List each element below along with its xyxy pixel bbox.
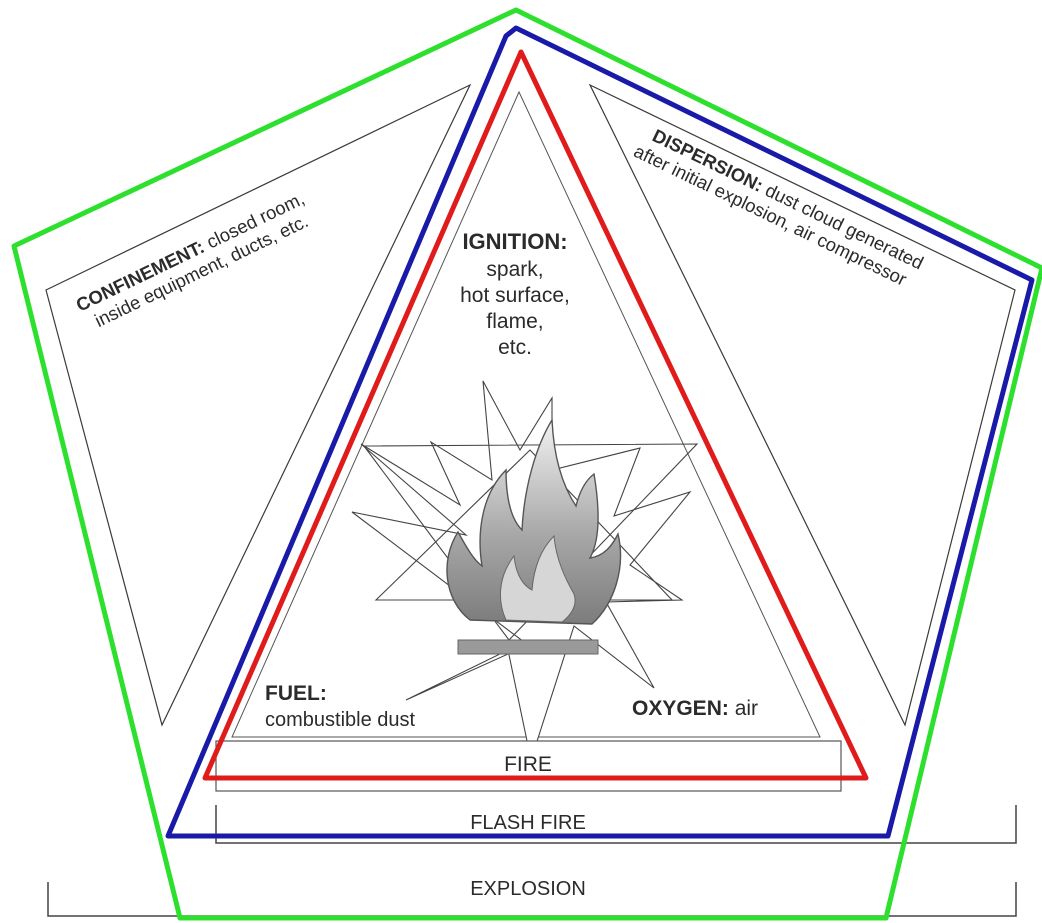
ignition-line-1: spark, (486, 258, 543, 281)
fuel-text: combustible dust (265, 709, 416, 731)
oxygen-label: OXYGEN: air (632, 697, 758, 720)
fire-band-label: FIRE (504, 753, 552, 776)
ignition-title: IGNITION: (462, 229, 567, 254)
flash-fire-band-label: FLASH FIRE (470, 812, 586, 834)
ignition-line-2: hot surface, (460, 284, 570, 307)
oxygen-text: air (735, 697, 758, 720)
dispersion-panel (590, 85, 1015, 725)
oxygen-title: OXYGEN: (632, 697, 729, 720)
burner-base (458, 640, 598, 654)
ignition-line-3: flame, (486, 310, 543, 333)
ignition-line-4: etc. (498, 336, 532, 359)
explosion-band-label: EXPLOSION (470, 878, 586, 900)
fuel-title: FUEL: (265, 682, 327, 705)
